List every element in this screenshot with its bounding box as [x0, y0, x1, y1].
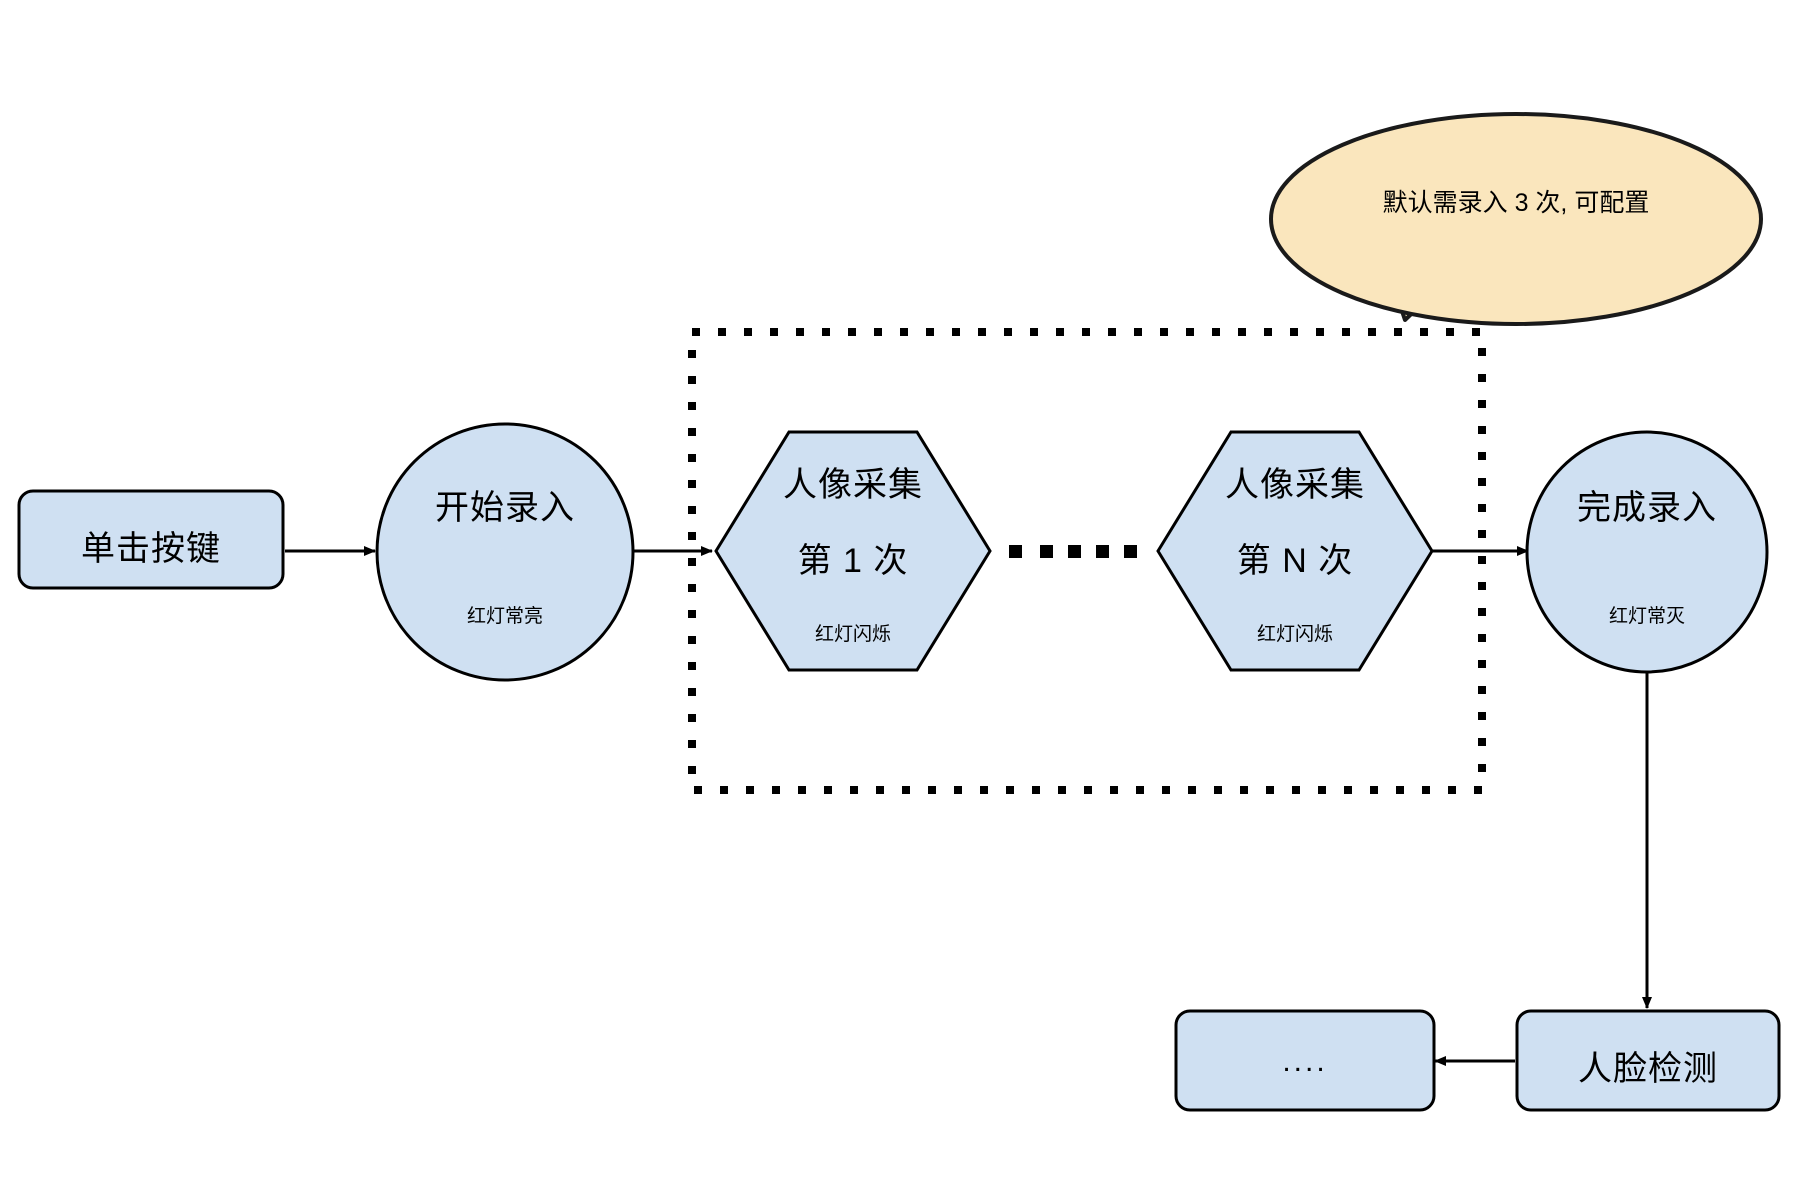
node-capture-nth-shape[interactable] [1156, 430, 1434, 672]
node-click-button-shape[interactable] [17, 489, 285, 590]
capture-loop-group [688, 328, 1486, 794]
ellipsis-connector-dots [1009, 545, 1137, 558]
callout-bubble-shape [1269, 112, 1763, 326]
node-face-detect-shape[interactable] [1515, 1009, 1781, 1112]
node-finish-enroll-shape[interactable] [1525, 430, 1769, 674]
node-start-enroll-shape[interactable] [375, 422, 635, 682]
node-capture-first-shape[interactable] [714, 430, 992, 672]
node-more-steps-shape[interactable] [1174, 1009, 1436, 1112]
